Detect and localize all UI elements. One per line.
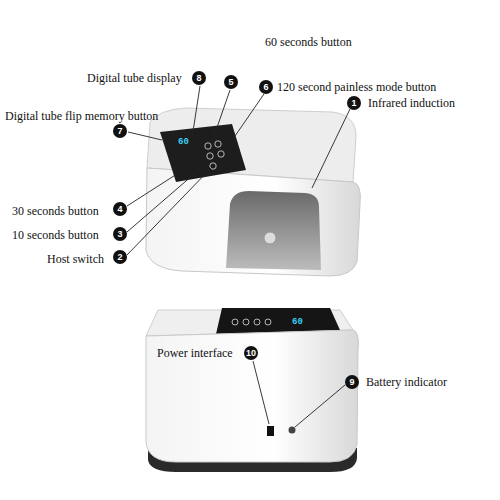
display-reading: 60: [178, 137, 189, 147]
part-label: 120 second painless mode button: [277, 79, 436, 95]
display-reading: 60: [292, 317, 303, 327]
callout-number: 6: [259, 80, 273, 94]
callout-number: 9: [345, 375, 359, 389]
leader-lines: [127, 86, 350, 427]
lamp-back-view: [146, 308, 358, 472]
part-label: 60 seconds button: [265, 34, 352, 50]
part-label: Digital tube display: [87, 70, 182, 86]
callout-number: 7: [113, 124, 127, 138]
part-label: Host switch: [47, 251, 104, 267]
callout-number: 8: [192, 71, 206, 85]
callout-number: 10: [244, 346, 258, 360]
part-label: Power interface: [157, 345, 233, 361]
callout-number: 2: [113, 250, 127, 264]
part-label: Digital tube flip memory button: [5, 108, 158, 124]
callout-number: 5: [224, 75, 238, 89]
part-label: Battery indicator: [366, 374, 447, 390]
lamp-front-view: [146, 108, 360, 276]
part-label: 30 seconds button: [12, 203, 99, 219]
callout-number: 1: [347, 96, 361, 110]
part-label: Infrared induction: [368, 95, 455, 111]
part-label: 10 seconds button: [12, 227, 99, 243]
callout-number: 4: [113, 202, 127, 216]
callout-number: 3: [113, 227, 127, 241]
